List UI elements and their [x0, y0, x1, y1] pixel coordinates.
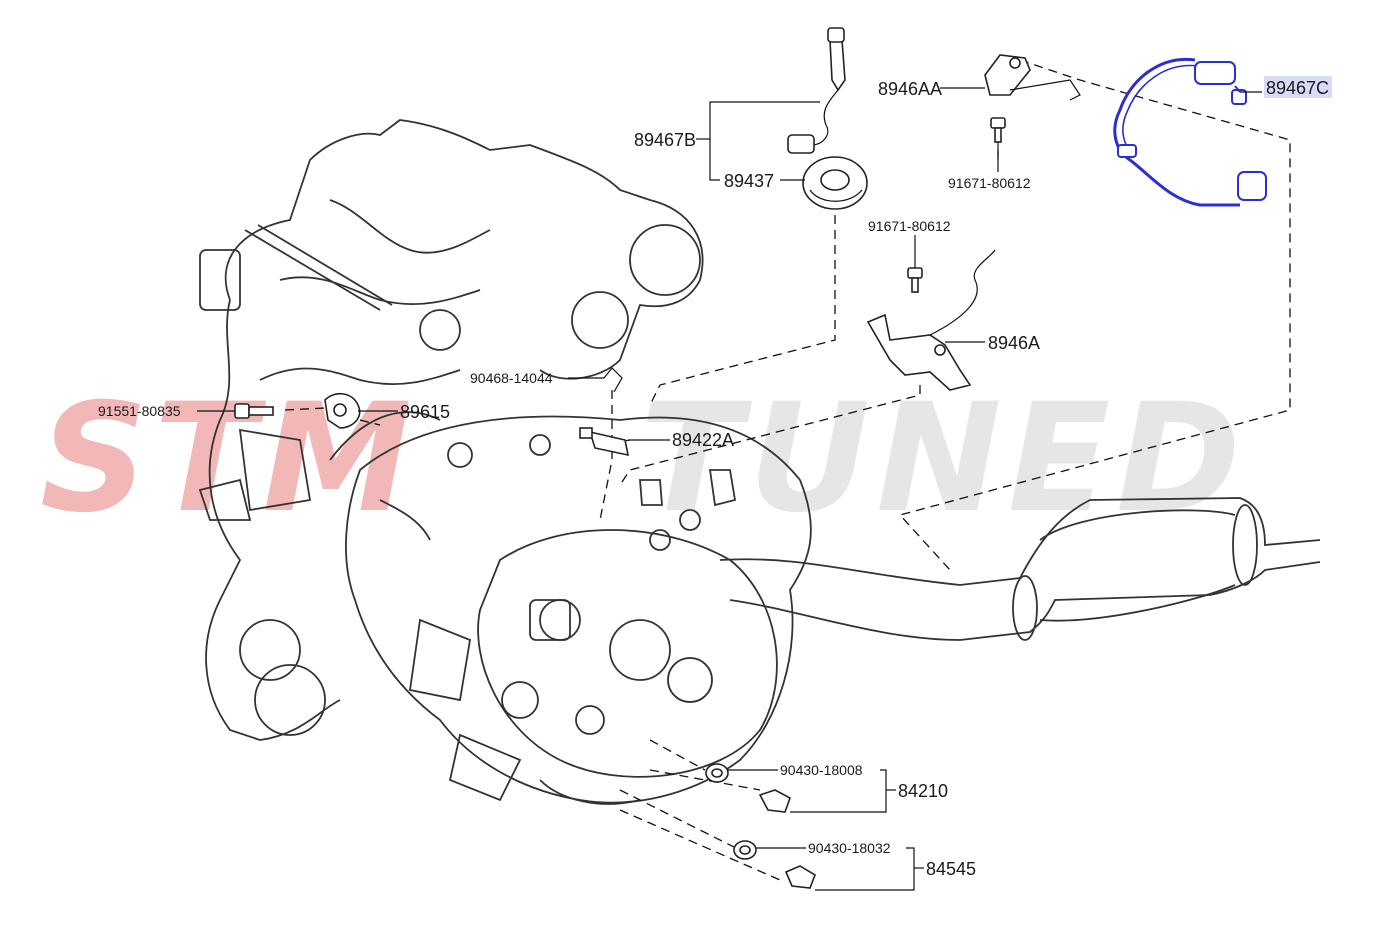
part-89615-sensor [324, 392, 361, 429]
label-84210: 84210 [898, 781, 948, 801]
part-90430-18008-gasket [705, 763, 729, 783]
label-90468: 90468-14044 [470, 370, 553, 386]
part-84210-switch [758, 789, 791, 813]
part-91671-bolt-mid [907, 267, 923, 293]
engine-assembly [198, 119, 812, 805]
label-91671-mid: 91671-80612 [868, 218, 951, 234]
part-90430-18032-gasket [733, 840, 757, 860]
label-89615: 89615 [400, 402, 450, 422]
label-8946AA: 8946AA [878, 79, 942, 99]
label-91551: 91551-80835 [98, 403, 181, 419]
watermark-right: TUNED [640, 372, 1247, 546]
part-89467C-sensor [1113, 57, 1267, 207]
part-89422A-sensor [579, 427, 630, 457]
label-90430-18032: 90430-18032 [808, 840, 891, 856]
label-89422A: 89422A [672, 430, 734, 450]
part-90468-clip [603, 367, 623, 393]
label-84545: 84545 [926, 859, 976, 879]
label-89437: 89437 [724, 171, 774, 191]
part-8946AA-bracket [984, 54, 1081, 101]
part-89437-gasket [802, 156, 868, 210]
part-labels: 89467B 89437 8946AA 89467C 91671-80612 9… [98, 76, 1332, 879]
exhaust-pipe [719, 497, 1321, 641]
leader-lines [197, 87, 1262, 891]
part-8946A-bracket [866, 249, 996, 391]
label-8946A: 8946A [988, 333, 1040, 353]
label-90430-18008: 90430-18008 [780, 762, 863, 778]
label-91671-top: 91671-80612 [948, 175, 1031, 191]
highlight-box-89467C [1264, 76, 1332, 98]
part-84545-switch [784, 865, 816, 889]
label-89467C: 89467C [1266, 78, 1329, 98]
part-91671-bolt-top [990, 117, 1006, 143]
part-89467B-sensor [787, 27, 846, 154]
label-89467B: 89467B [634, 130, 696, 150]
